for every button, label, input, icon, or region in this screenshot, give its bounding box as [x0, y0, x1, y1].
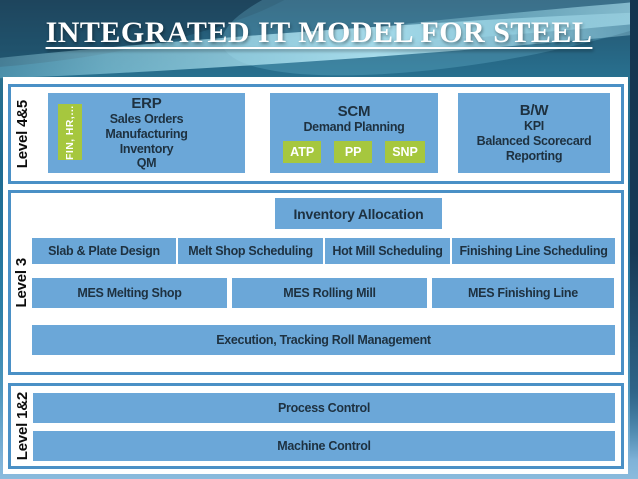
mes-box-melting-shop: MES Melting Shop	[32, 278, 227, 308]
scm-title: SCM	[337, 102, 371, 120]
machine-control-bar: Machine Control	[33, 431, 615, 461]
level-label-text: Level 3	[13, 257, 30, 308]
level-4-5-label: Level 4&5	[11, 87, 33, 181]
level-1-2-label: Level 1&2	[11, 386, 33, 466]
level-label-text: Level 1&2	[13, 391, 31, 461]
scheduling-box-melt-shop: Melt Shop Scheduling	[178, 238, 323, 264]
process-control-bar: Process Control	[33, 393, 615, 423]
scm-chip-atp: ATP	[283, 141, 322, 164]
erp-line: QM	[136, 156, 157, 171]
erp-line: Sales Orders	[109, 112, 184, 126]
mes-row: MES Melting Shop MES Rolling Mill MES Fi…	[32, 278, 615, 308]
inventory-allocation-title: Inventory Allocation	[293, 205, 424, 222]
scheduling-row: Slab & Plate Design Melt Shop Scheduling…	[32, 238, 615, 264]
level-label-text: Level 4&5	[13, 99, 31, 169]
bw-line: Balanced Scorecard	[476, 134, 592, 149]
level-1-2-content: Process Control Machine Control	[33, 386, 621, 466]
erp-title: ERP	[131, 95, 162, 112]
erp-box: FIN, HR,… ERP Sales Orders Manufacturing…	[48, 93, 245, 173]
mes-box-rolling-mill: MES Rolling Mill	[232, 278, 427, 308]
scm-chip-snp: SNP	[385, 141, 425, 164]
scm-box: SCM Demand Planning ATP PP SNP	[270, 93, 438, 173]
inventory-allocation-box: Inventory Allocation	[275, 198, 442, 229]
erp-line: Inventory	[119, 141, 174, 156]
diagram-panel: Level 4&5 FIN, HR,… ERP Sales Orders Man…	[3, 77, 628, 474]
level-4-5-content: FIN, HR,… ERP Sales Orders Manufacturing…	[33, 87, 621, 181]
level-3-content: Inventory Allocation Slab & Plate Design…	[32, 193, 621, 372]
slide-edge-shade	[630, 0, 638, 460]
bw-line: Reporting	[505, 148, 563, 163]
scheduling-box-finishing-line: Finishing Line Scheduling	[452, 238, 615, 264]
scm-line: Demand Planning	[303, 119, 405, 134]
execution-tracking-bar: Execution, Tracking Roll Management	[32, 325, 615, 355]
scm-chip-row: ATP PP SNP	[283, 141, 425, 164]
section-level-3: Level 3 Inventory Allocation Slab & Plat…	[8, 190, 624, 375]
scheduling-box-hot-mill: Hot Mill Scheduling	[325, 238, 450, 264]
erp-line: Manufacturing	[105, 126, 188, 141]
mes-box-finishing-line: MES Finishing Line	[432, 278, 614, 308]
section-level-4-5: Level 4&5 FIN, HR,… ERP Sales Orders Man…	[8, 84, 624, 184]
bw-box: B/W KPI Balanced Scorecard Reporting	[458, 93, 610, 173]
level-3-label: Level 3	[11, 193, 32, 372]
section-level-1-2: Level 1&2 Process Control Machine Contro…	[8, 383, 624, 469]
scheduling-box-slab-plate: Slab & Plate Design	[32, 238, 176, 264]
fin-hr-tag: FIN, HR,…	[58, 104, 82, 160]
scm-chip-pp: PP	[334, 141, 373, 164]
bw-line: KPI	[524, 119, 544, 134]
bw-title: B/W	[519, 102, 549, 120]
slide-title: INTEGRATED IT MODEL FOR STEEL	[45, 16, 593, 49]
fin-hr-tag-text: FIN, HR,…	[64, 104, 76, 160]
